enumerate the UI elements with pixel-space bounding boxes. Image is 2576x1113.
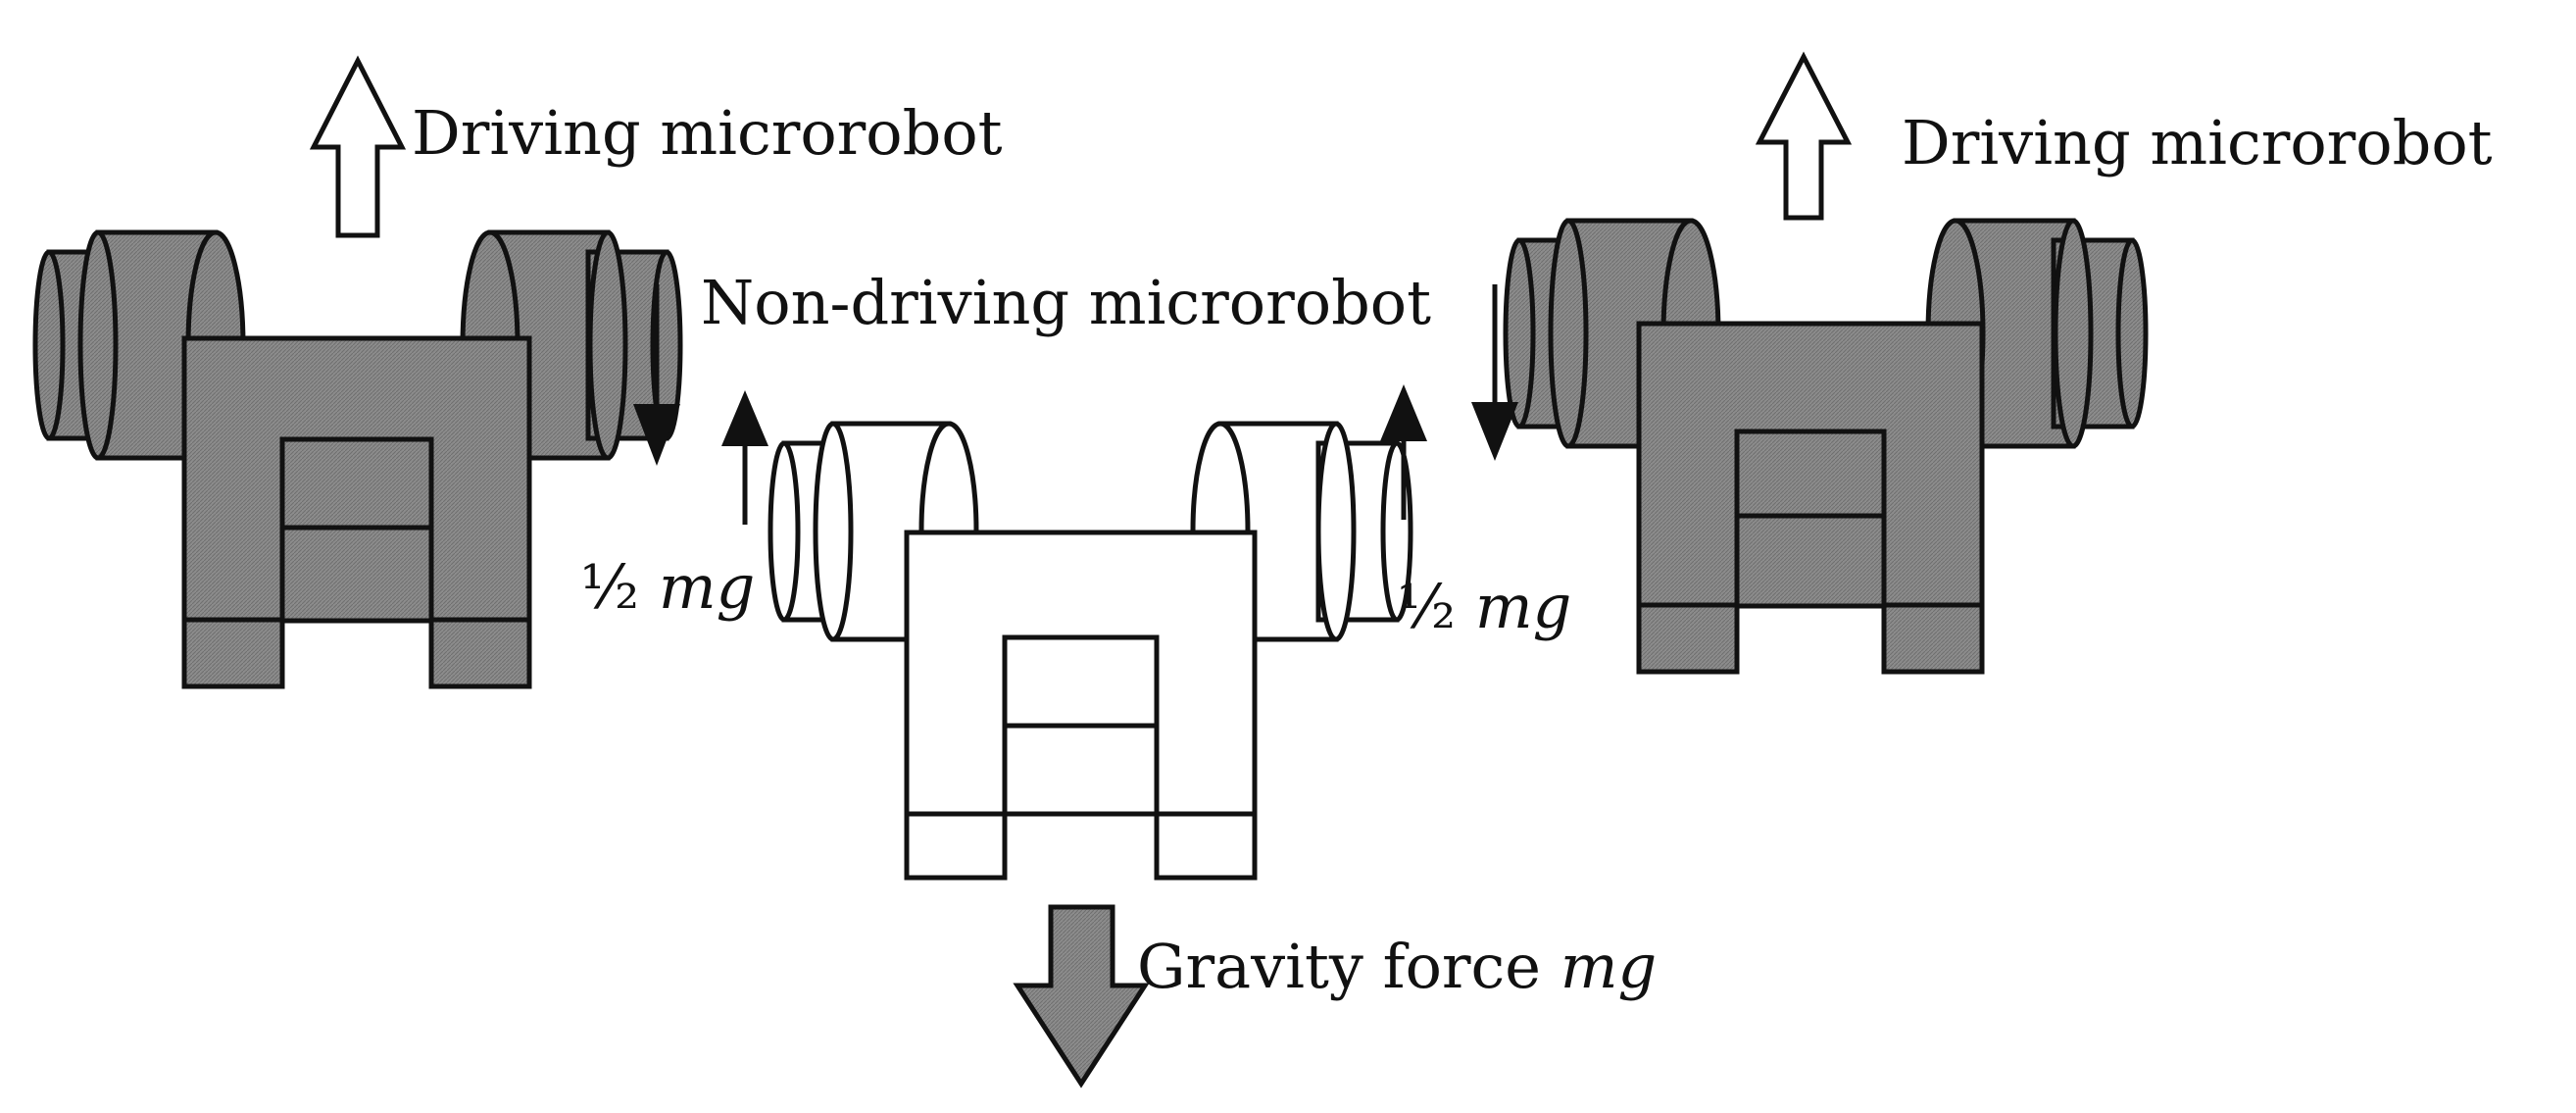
body-slot: [1734, 429, 1887, 609]
half-fraction: ½: [580, 551, 640, 623]
driving-microrobot-left: [32, 229, 683, 689]
reaction-arrow-right: [1380, 384, 1427, 520]
non-driving-microrobot: [768, 421, 1413, 881]
reaction-arrow-left: [721, 390, 768, 525]
label-gravity-force: Gravity force mg: [1137, 936, 1657, 997]
gravity-arrow: [1013, 904, 1150, 1088]
left-wheel: [768, 421, 979, 642]
foot-left: [181, 617, 285, 689]
foot-right: [1154, 811, 1258, 881]
foot-left: [904, 811, 1008, 881]
load-arrow-right: [1471, 284, 1518, 461]
foot-right: [428, 617, 532, 689]
mg-symbol: mg: [658, 551, 756, 623]
label-half-mg-left: ½ mg: [580, 557, 755, 618]
label-non-driving-microrobot: Non-driving microrobot: [701, 267, 1431, 338]
gravity-text: Gravity force: [1137, 931, 1541, 1002]
mg-symbol: mg: [1474, 571, 1572, 642]
label-driving-microrobot-left: Driving microrobot: [412, 97, 1003, 169]
driving-force-arrow-right: [1755, 51, 1853, 221]
foot-left: [1636, 602, 1740, 675]
driving-force-arrow-left: [309, 55, 407, 238]
foot-right: [1881, 602, 1985, 675]
label-half-mg-right: ½ mg: [1397, 577, 1571, 637]
half-fraction: ½: [1397, 571, 1457, 642]
driving-microrobot-right: [1503, 218, 2149, 675]
mg-symbol: mg: [1560, 931, 1658, 1002]
load-arrow-left: [633, 284, 680, 466]
label-driving-microrobot-right: Driving microrobot: [1902, 107, 2493, 178]
